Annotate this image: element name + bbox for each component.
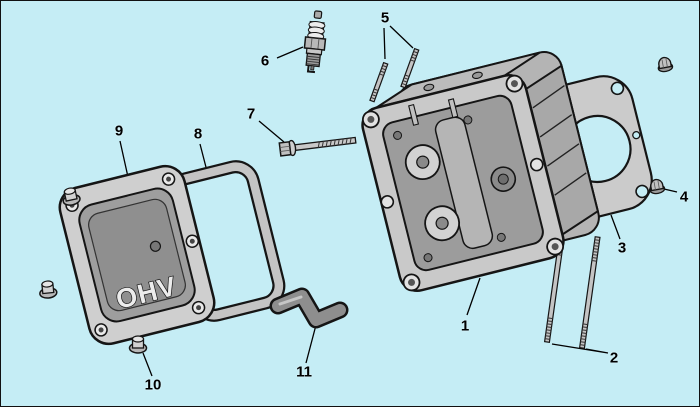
breather-tube [269,287,349,329]
spark-plug [303,10,327,74]
cover-bolt-holes [65,172,206,337]
cover-bolt-bottom [128,335,148,354]
callout-leader-lines [119,25,678,377]
cylinder-head [361,51,600,292]
flange-bolt [278,136,357,157]
cooling-fins [532,84,587,196]
valve-cover: OHV [58,164,216,346]
head-bolt-holes [361,74,565,292]
